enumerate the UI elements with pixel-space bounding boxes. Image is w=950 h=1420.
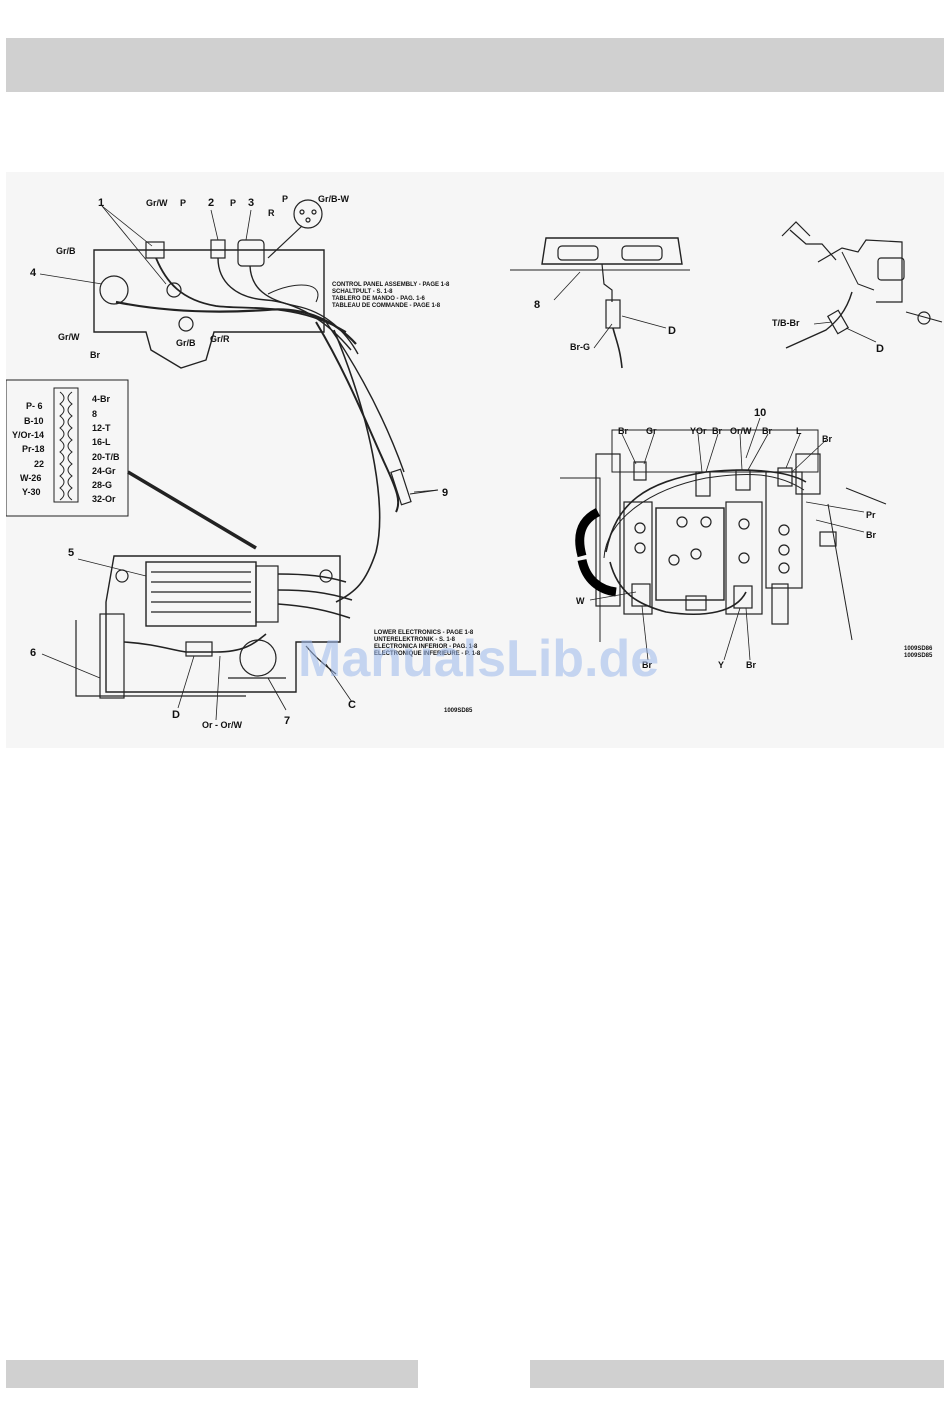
wire-label: Br	[822, 434, 832, 444]
pin-label: B-10	[24, 416, 44, 426]
note-control-panel-es: TABLERO DE MANDO - PAG. 1-6	[332, 296, 425, 302]
wire-label: Gr/R	[210, 334, 230, 344]
wire-label: W	[576, 596, 585, 606]
pin-label: W-26	[20, 473, 41, 483]
pin-label: 32-Or	[92, 494, 116, 504]
figure-code-left: 1009SD85	[444, 708, 473, 714]
note-control-panel-de: SCHALTPULT - S. 1-8	[332, 289, 393, 295]
wire-label: YOr	[690, 426, 707, 436]
callout-7: 7	[284, 715, 290, 727]
pin-label: Y-30	[22, 487, 41, 497]
wire-label: Or - Or/W	[202, 720, 243, 730]
callout-d-middle: D	[668, 325, 676, 337]
wire-label: Br-G	[570, 342, 590, 352]
wire-label: Gr/B	[176, 338, 196, 348]
main-harness	[315, 321, 439, 603]
footer-band-left	[6, 1360, 418, 1388]
valve-block-detail	[560, 429, 887, 642]
wire-label: Br	[642, 660, 652, 670]
note-control-panel-en: CONTROL PANEL ASSEMBLY - PAGE 1-8	[332, 282, 450, 288]
callout-d-right: D	[876, 343, 884, 355]
callout-6: 6	[30, 647, 36, 659]
wire-label: P	[282, 194, 288, 204]
watermark: ManualsLib.de	[298, 630, 659, 688]
leader-lines-left	[39, 205, 439, 721]
control-panel-assembly	[93, 199, 359, 369]
wire-label: Y	[718, 660, 724, 670]
pin-label: 28-G	[92, 480, 112, 490]
wire-label: L	[796, 426, 802, 436]
wire-label: Br	[746, 660, 756, 670]
pin-label: P- 6	[26, 401, 43, 411]
wire-label: Br	[712, 426, 722, 436]
pin-label: Y/Or-14	[12, 430, 44, 440]
note-lower-electronics-de: UNTERELEKTRONIK - S. 1-8	[374, 637, 456, 643]
component-8-detail	[510, 237, 690, 369]
wire-label: Br	[618, 426, 628, 436]
pin-label: 24-Gr	[92, 466, 116, 476]
note-lower-electronics-es: ELECTRONICA INFERIOR - PAG. 1-8	[374, 644, 478, 650]
wire-label: Gr/B	[56, 246, 76, 256]
figure-code-right: 1009SD86	[904, 646, 933, 652]
callout-9: 9	[442, 487, 448, 499]
lower-electronics	[75, 555, 353, 699]
pin-label: 20-T/B	[92, 452, 120, 462]
footer-band-right	[530, 1360, 944, 1388]
callout-1: 1	[98, 197, 104, 209]
figure-code-right: 1009SD85	[904, 653, 933, 659]
wire-label: Gr/W	[146, 198, 168, 208]
pin-label: Pr-18	[22, 444, 45, 454]
wiring-diagram-figure: 1 2 3 4 5 6 7 9 C D Gr/W P P Gr/B-W R P …	[6, 172, 944, 748]
wire-label: Gr/B-W	[318, 194, 350, 204]
note-lower-electronics-fr: ELECTRONIQUE INFERIEURE - P. 1-8	[374, 651, 481, 657]
callout-10: 10	[754, 407, 766, 419]
wire-label: T/B-Br	[772, 318, 800, 328]
connector-pin-table	[6, 379, 257, 550]
callout-5: 5	[68, 547, 74, 559]
pin-label: 22	[34, 459, 44, 469]
callout-4: 4	[30, 267, 37, 279]
pin-label: 16-L	[92, 437, 111, 447]
callout-8: 8	[534, 299, 540, 311]
wire-label: Gr	[646, 426, 657, 436]
wiring-diagram-svg: 1 2 3 4 5 6 7 9 C D Gr/W P P Gr/B-W R P …	[6, 194, 943, 730]
callout-d-left: D	[172, 709, 180, 721]
wire-label: Br	[762, 426, 772, 436]
leader-lines-right	[589, 417, 865, 661]
top-right-detail	[781, 221, 943, 349]
pin-label: 12-T	[92, 423, 111, 433]
callout-2: 2	[208, 197, 214, 209]
wire-label: Or/W	[730, 426, 752, 436]
pin-label: 4-Br	[92, 394, 111, 404]
wire-label: P	[230, 198, 236, 208]
wire-label: Br	[866, 530, 876, 540]
wire-label: P	[180, 198, 186, 208]
callout-3: 3	[248, 197, 254, 209]
wire-label: Br	[90, 350, 100, 360]
pin-label: 8	[92, 409, 97, 419]
wire-label: Gr/W	[58, 332, 80, 342]
wire-label: Pr	[866, 510, 876, 520]
wire-label: R	[268, 208, 275, 218]
note-control-panel-fr: TABLEAU DE COMMANDE - PAGE 1-8	[332, 303, 441, 309]
callout-c: C	[348, 699, 356, 711]
note-lower-electronics-en: LOWER ELECTRONICS - PAGE 1-8	[374, 630, 474, 636]
header-band	[6, 38, 944, 92]
